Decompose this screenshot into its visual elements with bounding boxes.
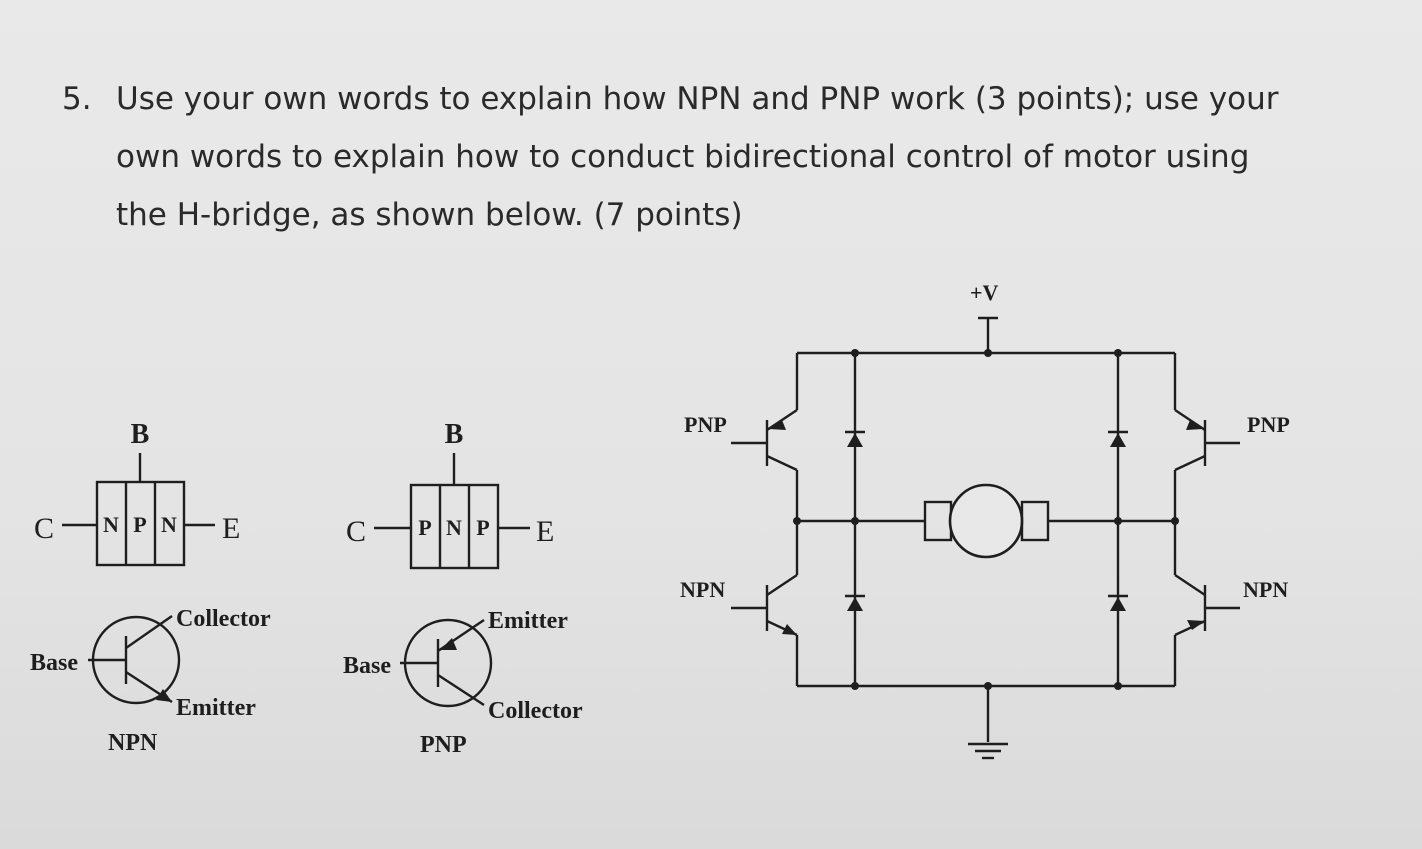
question-number: 5. <box>62 81 92 117</box>
motor-brush-right <box>1020 500 1050 542</box>
pnp-layer-2: N <box>446 515 462 540</box>
br-npn-arrow <box>1187 620 1205 630</box>
pnp-collector-label: C <box>346 515 366 548</box>
pnp-layer-3: P <box>476 515 489 540</box>
bl-transistor-label: NPN <box>680 577 725 602</box>
npn-layer-1: N <box>103 512 119 537</box>
npn-emitter-arrow <box>156 689 172 702</box>
question-line-3: the H-bridge, as shown below. (7 points) <box>116 197 743 233</box>
tr-transistor-label: PNP <box>1247 412 1290 437</box>
pnp-symbol-name: PNP <box>420 732 467 758</box>
question-body: Use your own words to explain how NPN an… <box>116 70 1396 244</box>
npn-symbol-base-label: Base <box>30 650 78 676</box>
pnp-layer-diagram: B P N P C E <box>346 419 554 570</box>
npn-layer-diagram: B N P N C E <box>34 419 240 567</box>
question-line-2: own words to explain how to conduct bidi… <box>116 139 1250 175</box>
npn-body <box>95 480 186 567</box>
supply-label: +V <box>970 280 999 305</box>
motor-brush-left <box>923 500 953 542</box>
pnp-layer-1: P <box>418 515 431 540</box>
npn-emitter-label: E <box>222 512 240 545</box>
diode-bl <box>847 597 863 611</box>
pnp-symbol-emitter-label: Emitter <box>488 608 568 634</box>
npn-symbol-name: NPN <box>108 730 158 756</box>
motor-icon <box>948 483 1024 559</box>
npn-symbol-emitter-label: Emitter <box>176 695 256 721</box>
tr-pnp-arrow <box>1186 420 1203 430</box>
pnp-base-label: B <box>445 419 464 450</box>
pnp-symbol-base-label: Base <box>343 653 391 679</box>
br-transistor-label: NPN <box>1243 577 1288 602</box>
pnp-body <box>409 483 500 570</box>
npn-collector-label: C <box>34 512 54 545</box>
tl-transistor-label: PNP <box>684 412 727 437</box>
pnp-symbol: Emitter Base Collector PNP <box>343 608 583 758</box>
npn-symbol: Collector Base Emitter NPN <box>30 606 271 756</box>
tl-pnp-arrow <box>769 420 786 430</box>
npn-layer-3: N <box>161 512 177 537</box>
pnp-emitter-arrow <box>440 638 457 650</box>
diode-tr <box>1110 433 1126 447</box>
h-bridge-circuit: +V PNP NPN PNP <box>680 280 1290 760</box>
bl-npn-arrow <box>782 624 797 635</box>
diode-tl <box>847 433 863 447</box>
diode-br <box>1110 597 1126 611</box>
npn-layer-2: P <box>133 512 146 537</box>
question-line-1: Use your own words to explain how NPN an… <box>116 81 1279 117</box>
pnp-emitter-label: E <box>536 515 554 548</box>
npn-symbol-collector-label: Collector <box>176 606 271 632</box>
pnp-symbol-collector-label: Collector <box>488 698 583 724</box>
npn-base-label: B <box>131 419 150 450</box>
